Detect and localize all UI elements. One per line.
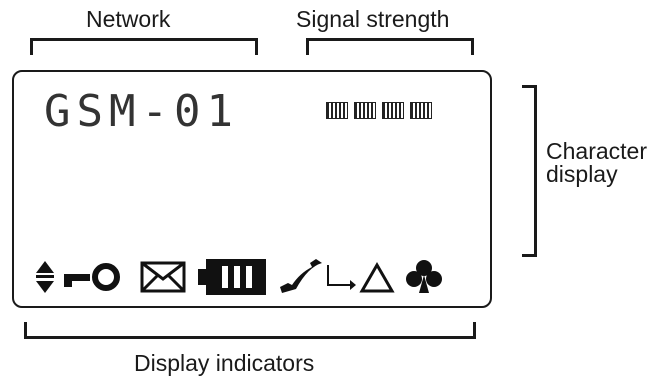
signal-bars xyxy=(326,102,432,119)
call-forward-icon xyxy=(327,265,356,290)
signal-bar xyxy=(326,102,348,119)
signal-bar xyxy=(382,102,404,119)
key-icon xyxy=(64,263,120,291)
character-display-label-line2: display xyxy=(546,161,618,187)
envelope-icon xyxy=(140,261,186,293)
arrows-icon xyxy=(36,261,54,293)
lcd-display: GSM-01 xyxy=(12,70,492,308)
network-bracket xyxy=(30,38,258,55)
indicator-row xyxy=(34,257,474,297)
character-display-bracket xyxy=(522,85,537,257)
battery-icon xyxy=(198,259,266,295)
club-icon xyxy=(406,260,442,293)
phone-icon xyxy=(280,259,322,293)
display-indicators-bracket xyxy=(24,322,476,339)
network-name: GSM-01 xyxy=(44,86,239,137)
triangle-icon xyxy=(359,261,395,293)
character-display-label-line1: Character xyxy=(546,138,647,164)
network-label: Network xyxy=(86,6,171,32)
signal-bar xyxy=(410,102,432,119)
signal-bar xyxy=(354,102,376,119)
display-indicators-label: Display indicators xyxy=(134,350,315,376)
signal-strength-label: Signal strength xyxy=(296,6,450,32)
signal-strength-bracket xyxy=(306,38,474,55)
